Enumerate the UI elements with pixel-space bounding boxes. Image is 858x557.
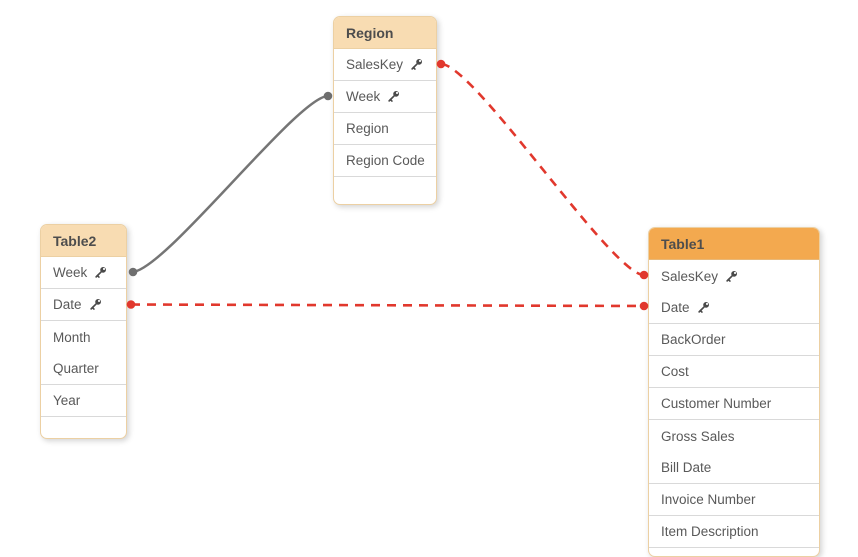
field-label: Region xyxy=(346,121,389,136)
field-label: Week xyxy=(53,265,88,280)
field-row-saleskey[interactable]: SalesKey xyxy=(649,260,819,292)
field-label: Month xyxy=(53,329,91,345)
field-row-region[interactable]: Region xyxy=(334,113,436,145)
association-endpoint-dot xyxy=(436,59,446,69)
field-row-week[interactable]: Week xyxy=(41,257,126,289)
field-label: Quarter xyxy=(53,361,99,376)
field-row-saleskey[interactable]: SalesKey xyxy=(334,49,436,81)
association-endpoint-dot xyxy=(128,267,138,277)
field-label: BackOrder xyxy=(661,332,726,347)
key-icon xyxy=(725,270,738,283)
field-row-gross-sales[interactable]: Gross Sales xyxy=(649,420,819,452)
table-region[interactable]: Region SalesKey Week Region Region Code xyxy=(333,16,437,205)
field-label: Week xyxy=(346,89,381,104)
field-label: SalesKey xyxy=(346,57,404,72)
field-row-date[interactable]: Date xyxy=(649,292,819,324)
field-label: Gross Sales xyxy=(661,428,735,444)
association-endpoint-dot xyxy=(639,301,649,311)
field-row-quarter[interactable]: Quarter xyxy=(41,353,126,385)
key-icon xyxy=(387,90,400,103)
field-row-customer-number[interactable]: Customer Number xyxy=(649,388,819,420)
table-table2[interactable]: Table2 Week Date Month Quarter Year xyxy=(40,224,127,439)
field-row-backorder[interactable]: BackOrder xyxy=(649,324,819,356)
field-label: Customer Number xyxy=(661,396,772,411)
field-row-date[interactable]: Date xyxy=(41,289,126,321)
key-icon xyxy=(94,266,107,279)
field-label: Invoice Number xyxy=(661,492,756,507)
field-row-bill-date[interactable]: Bill Date xyxy=(649,452,819,484)
field-label: Year xyxy=(53,393,81,408)
field-row-cost[interactable]: Cost xyxy=(649,356,819,388)
field-label: Date xyxy=(53,297,82,312)
key-icon xyxy=(697,301,710,314)
field-row-month[interactable]: Month xyxy=(41,321,126,353)
field-row-region-code[interactable]: Region Code xyxy=(334,145,436,177)
table-region-header[interactable]: Region xyxy=(334,17,436,49)
association-endpoint-dot xyxy=(126,300,136,309)
field-row-week[interactable]: Week xyxy=(334,81,436,113)
field-label: Bill Date xyxy=(661,460,712,475)
table-table1-header[interactable]: Table1 xyxy=(649,228,819,260)
table-table2-header[interactable]: Table2 xyxy=(41,225,126,257)
field-row-invoice-number[interactable]: Invoice Number xyxy=(649,484,819,516)
key-icon xyxy=(89,298,102,311)
field-row-item-description[interactable]: Item Description xyxy=(649,516,819,548)
field-label: Region Code xyxy=(346,153,425,168)
association-endpoint-dot xyxy=(639,270,649,280)
data-model-canvas: Region SalesKey Week Region Region Code … xyxy=(40,16,820,557)
association-region-saleskey-table1-saleskey xyxy=(436,59,649,280)
association-table2-date-table1-date xyxy=(126,300,649,311)
field-row-year[interactable]: Year xyxy=(41,385,126,417)
field-label: Item Description xyxy=(661,524,759,539)
field-label: SalesKey xyxy=(661,268,719,284)
association-endpoint-dot xyxy=(323,91,333,101)
association-table2-week-region-week xyxy=(128,91,333,277)
table-table1[interactable]: Table1 SalesKey Date BackOrder Cost Cust… xyxy=(648,227,820,557)
field-label: Cost xyxy=(661,364,689,379)
key-icon xyxy=(410,58,423,71)
field-label: Date xyxy=(661,300,690,315)
